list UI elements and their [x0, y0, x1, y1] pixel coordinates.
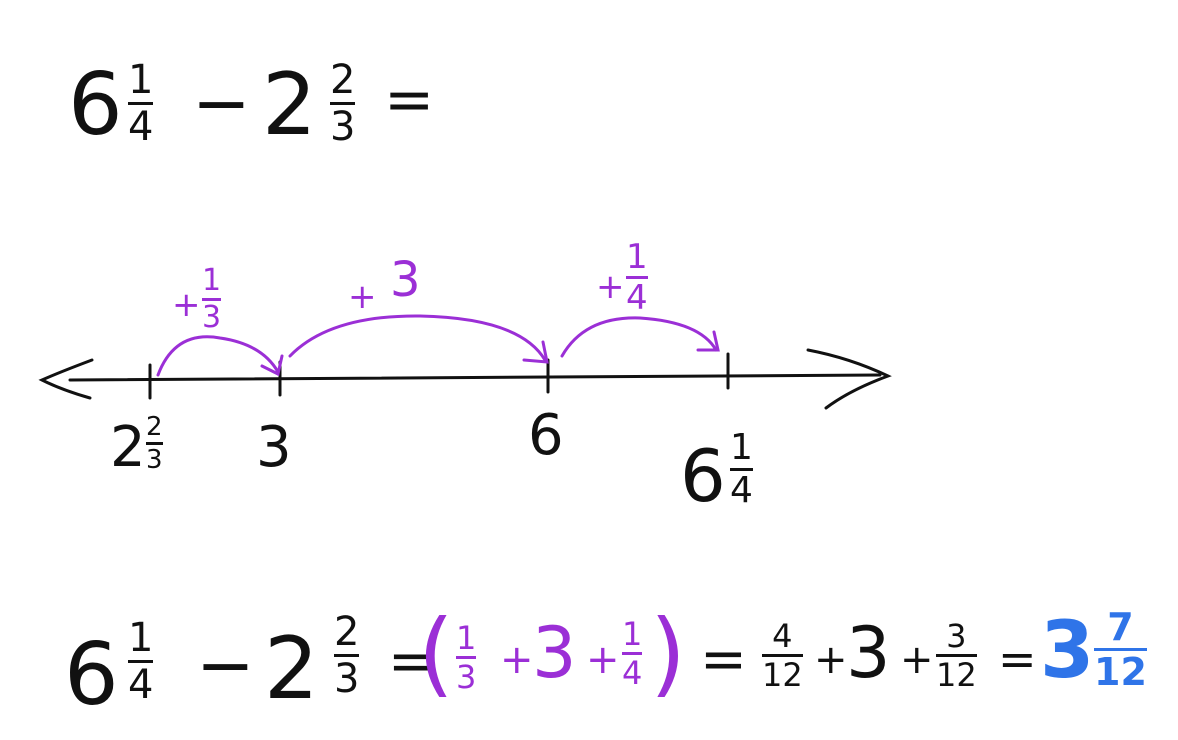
jump-fraction: 1 3	[202, 263, 222, 335]
problem-equals: =	[384, 65, 435, 135]
tick-label-fraction: 1 4	[730, 430, 753, 509]
fraction-bar	[128, 102, 154, 105]
solution-equals-3: =	[998, 632, 1037, 686]
numerator: 4	[772, 617, 793, 655]
jump-fraction: 1 4	[626, 240, 648, 315]
solution-minus: −	[196, 624, 255, 706]
problem-frac1-denominator: 4	[128, 104, 154, 150]
paren-fraction-2: 1 4	[622, 615, 643, 692]
paren-three: 3	[532, 612, 577, 694]
solution-fraction-2: 2 3	[334, 609, 360, 702]
denominator: 4	[622, 654, 643, 692]
fraction-bar	[334, 654, 360, 657]
tick-label-whole: 6	[680, 434, 726, 518]
denominator: 4	[128, 662, 154, 708]
jump-sign: +	[348, 277, 377, 317]
jump-arc-3	[560, 316, 718, 358]
answer-fraction: 7 12	[1094, 608, 1147, 691]
jump-numerator: 1	[626, 237, 648, 277]
fraction-bar	[456, 656, 477, 659]
fraction-bar	[1094, 648, 1147, 651]
problem-whole-2: 2	[262, 55, 317, 155]
problem-frac1-numerator: 1	[128, 57, 154, 103]
left-arrowhead	[38, 358, 94, 400]
jump-denominator: 3	[202, 300, 222, 335]
fraction-bar	[622, 652, 643, 655]
paren-plus-2: +	[586, 637, 620, 683]
denominator: 12	[936, 656, 977, 694]
fraction-bar	[146, 442, 163, 445]
jump-arc-2	[288, 314, 547, 362]
solution-equals-2: =	[700, 627, 747, 692]
jump-arc-1	[156, 335, 280, 377]
common-fraction-1: 4 12	[762, 620, 803, 691]
fraction-bar	[202, 298, 222, 301]
fraction-bar	[128, 660, 154, 663]
numerator: 1	[456, 619, 477, 657]
problem-frac2-denominator: 3	[330, 104, 356, 150]
solution-equals-1: =	[388, 629, 435, 694]
problem-whole-1: 6	[68, 55, 123, 155]
tick-label-fraction: 2 3	[146, 414, 163, 473]
tick-label-numerator: 1	[730, 427, 753, 468]
tick-label-denominator: 3	[146, 445, 163, 475]
fraction-bar	[936, 654, 977, 657]
jump-denominator: 4	[626, 278, 648, 318]
jump-arc-3-arrowhead	[696, 330, 720, 352]
jump-numerator: 1	[202, 263, 222, 298]
common-fraction-2: 3 12	[936, 620, 977, 691]
tick-label-whole: 2	[110, 415, 146, 480]
jump-sign: +	[596, 267, 625, 307]
jump-sign: +	[172, 285, 201, 325]
fraction-bar	[626, 276, 648, 279]
numerator: 1	[622, 615, 643, 653]
problem-minus: −	[192, 62, 251, 144]
fraction-bar	[762, 654, 803, 657]
fraction-bar	[730, 468, 753, 471]
tick-label-numerator: 2	[146, 412, 163, 442]
solution-plus-4: +	[900, 637, 934, 683]
jump-value: 3	[390, 252, 421, 308]
numerator: 3	[946, 617, 967, 655]
numerator: 1	[128, 615, 154, 661]
solution-whole-2: 2	[264, 619, 319, 719]
solution-fraction-1: 1 4	[128, 615, 154, 708]
tick-label-3: 3	[256, 415, 292, 480]
solution-whole-1: 6	[64, 625, 119, 725]
fraction-bar	[330, 102, 356, 105]
tick-label-6: 6	[528, 403, 564, 468]
jump-arc-1-arrowhead	[260, 354, 284, 377]
answer-whole: 3	[1040, 606, 1095, 696]
solution-three: 3	[846, 612, 891, 694]
numerator: 7	[1107, 605, 1134, 649]
tick-label-denominator: 4	[730, 470, 753, 511]
numerator: 2	[334, 609, 360, 655]
number-line	[68, 373, 882, 382]
right-arrowhead	[806, 348, 892, 410]
jump-arc-2-arrowhead	[522, 340, 549, 364]
close-paren: )	[650, 600, 686, 707]
denominator: 12	[1094, 650, 1147, 694]
paren-plus-1: +	[500, 637, 534, 683]
denominator: 3	[456, 658, 477, 696]
open-paren: (	[418, 600, 454, 707]
problem-fraction-2: 2 3	[330, 57, 356, 150]
paren-fraction-1: 1 3	[456, 619, 477, 696]
problem-fraction-1: 1 4	[128, 57, 154, 150]
denominator: 12	[762, 656, 803, 694]
solution-plus-3: +	[814, 637, 848, 683]
problem-frac2-numerator: 2	[330, 57, 356, 103]
denominator: 3	[334, 656, 360, 702]
